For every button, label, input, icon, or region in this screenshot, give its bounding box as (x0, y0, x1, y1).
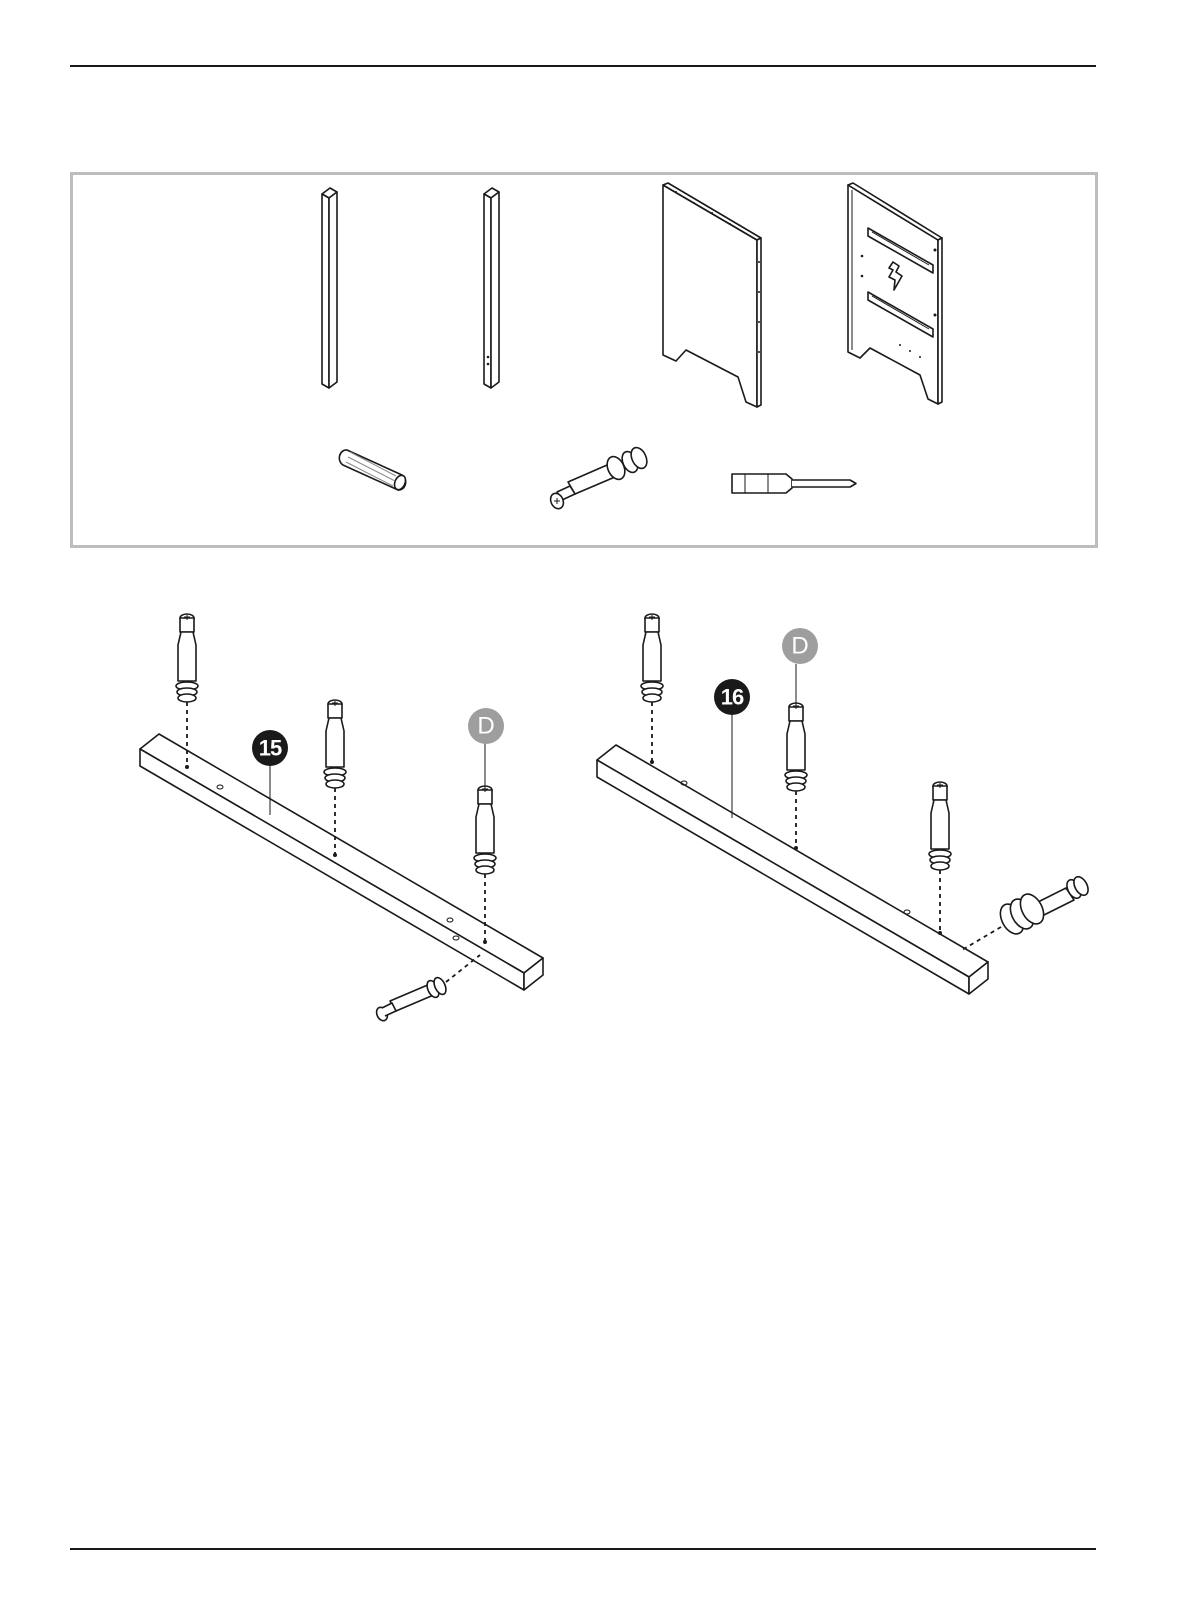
connector-bolt-16c (929, 782, 951, 933)
connector-bolt-16a (641, 614, 663, 762)
callout-part-d-left: D (468, 708, 504, 744)
callout-part-d-right: D (782, 628, 818, 664)
side-panel (663, 183, 761, 407)
part-label-d-right: D (791, 633, 808, 660)
part-label-d-left: D (477, 713, 494, 740)
rail-part-a (322, 188, 337, 388)
rail-part-b (484, 188, 499, 388)
wood-dowel (339, 450, 407, 491)
screwdriver-icon (732, 474, 856, 493)
connector-bolt-15c (474, 740, 496, 942)
cam-bolt (548, 445, 650, 511)
connector-bolt-15a (176, 614, 198, 767)
cam-bolt-15-side (375, 955, 480, 1022)
step-number-15: 15 (259, 736, 282, 761)
connector-bolt-16b (785, 664, 807, 848)
step-number-16: 16 (721, 685, 744, 710)
back-panel (848, 183, 942, 404)
cam-bolt-16-side (962, 874, 1091, 950)
callout-step-16: 16 (714, 679, 750, 818)
bottom-rule (70, 1548, 1096, 1550)
